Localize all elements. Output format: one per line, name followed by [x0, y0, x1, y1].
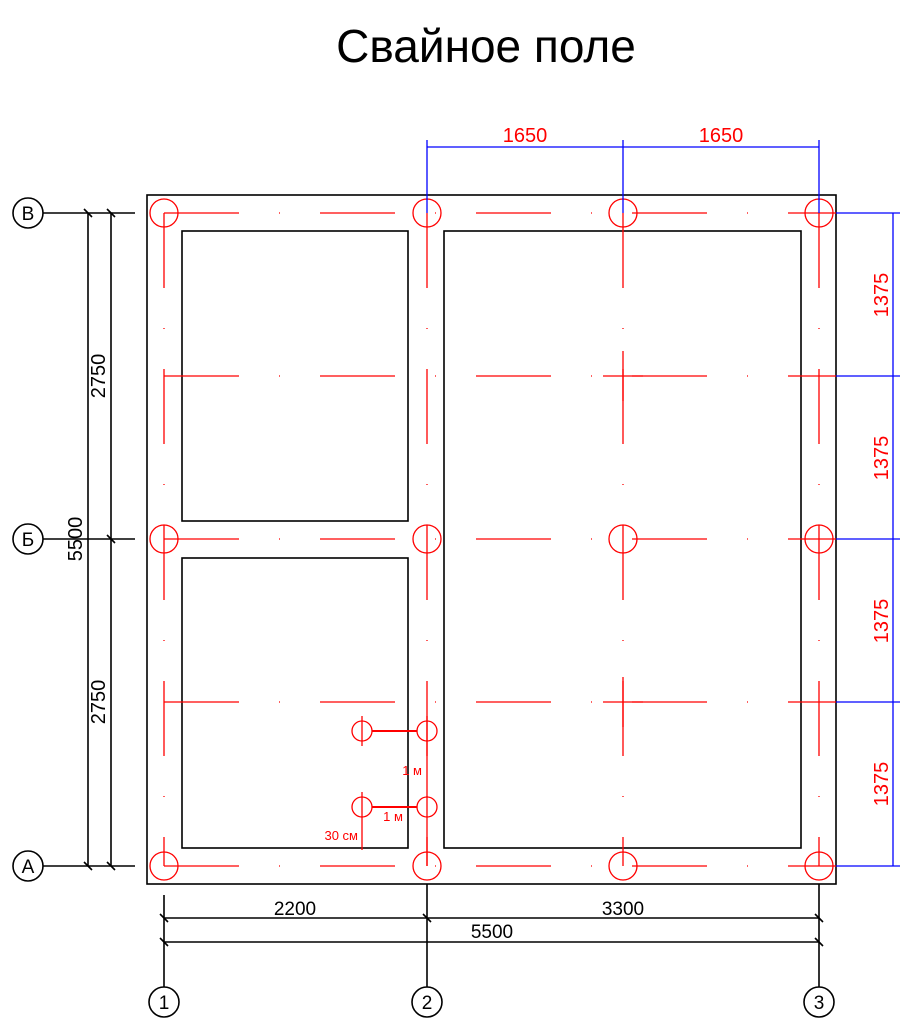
dim-right-1: 1375	[871, 273, 893, 318]
axis-row-label: Б	[22, 530, 34, 551]
pile	[804, 851, 834, 881]
pile	[608, 851, 638, 881]
pile	[608, 524, 638, 554]
piles	[149, 198, 834, 881]
dim-bottom-1: 2200	[274, 899, 316, 920]
dim-right-2: 1375	[871, 436, 893, 481]
top-dimensions: 1650 1650	[426, 125, 820, 213]
pile	[149, 851, 179, 881]
annotation-horizontal-spacing: 1 м	[383, 809, 403, 824]
dim-left-total: 5500	[65, 517, 87, 562]
axis-column-label: 3	[814, 993, 825, 1014]
dim-top-1: 1650	[503, 125, 548, 147]
axis-row-label: В	[22, 204, 35, 225]
dim-left-1: 2750	[88, 354, 110, 399]
pile	[416, 796, 438, 818]
dim-left-2: 2750	[88, 680, 110, 725]
drawing-title: Свайное поле	[336, 20, 636, 72]
bottom-dimensions: 2200 3300 5500	[159, 884, 824, 987]
pile	[351, 720, 373, 742]
dim-right-4: 1375	[871, 762, 893, 807]
pile	[149, 524, 179, 554]
pile	[149, 198, 179, 228]
pile	[351, 796, 373, 818]
axis-column-label: 2	[422, 993, 433, 1014]
dim-right-3: 1375	[871, 599, 893, 644]
annotation-vertical-spacing: 1 м	[402, 763, 422, 778]
right-dimensions: 1375 1375 1375 1375	[836, 212, 900, 867]
dim-bottom-2: 3300	[602, 899, 644, 920]
annotation-offset: 30 см	[324, 828, 358, 843]
pile	[412, 524, 442, 554]
axis-row-label: А	[22, 857, 35, 878]
axis-column-label: 1	[159, 993, 170, 1014]
axis-markers: В Б А 1 2 3	[12, 197, 835, 1018]
left-dimensions: 5500 2750 2750	[43, 208, 135, 871]
pile	[804, 524, 834, 554]
dim-bottom-total: 5500	[471, 922, 513, 943]
pile	[416, 720, 438, 742]
extra-piles: 1 м 1 м 30 см	[324, 716, 438, 866]
center-lines	[163, 212, 836, 867]
room-bottom-left	[181, 557, 409, 849]
dim-top-2: 1650	[699, 125, 744, 147]
